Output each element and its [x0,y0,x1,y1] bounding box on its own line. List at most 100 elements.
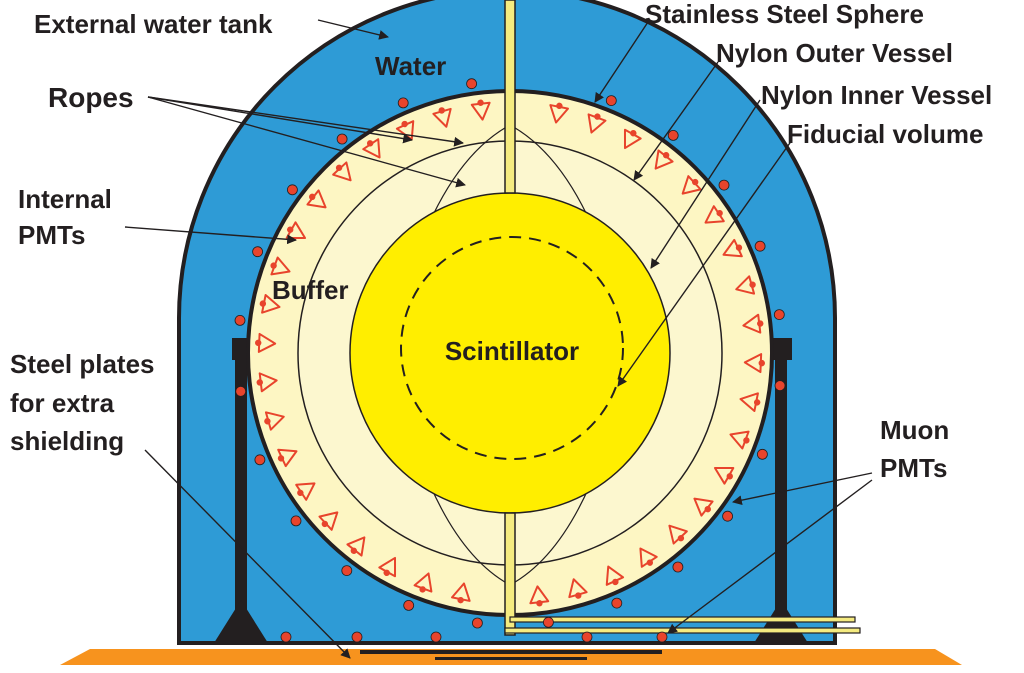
leader-internal-pmts [124,226,297,245]
label-muon-pmts-line2: PMTs [880,453,947,483]
internal-pmt [318,511,339,531]
muon-pmt [754,240,766,252]
internal-pmt [264,411,285,431]
label-muon-pmts-line1: Muon [880,415,949,445]
label-steel-plates-line3: shielding [10,426,124,456]
muon-pmt [234,314,246,326]
muon-pmt [722,510,733,522]
muon-pmt [397,97,409,109]
internal-pmt [259,294,281,314]
leader-stainless-steel-sphere [594,21,649,103]
internal-pmt [739,392,761,412]
internal-pmt [285,221,307,240]
floor-shielding-bar-lower [435,657,587,660]
internal-pmt [693,497,714,517]
leader-steel-plates [144,449,351,659]
leader-nylon-outer-vessel [633,61,719,181]
muon-pmt [351,631,363,643]
internal-pmt [332,161,352,182]
internal-pmt [378,556,397,578]
internal-pmt [346,536,366,557]
muon-pmt [280,631,292,643]
internal-pmt [432,107,452,128]
label-internal-pmts-line1: Internal [18,184,112,214]
muon-pmt [656,631,668,643]
muon-pmt [254,454,266,466]
label-fiducial-volume: Fiducial volume [787,119,984,149]
internal-pmt [568,578,588,599]
muon-pmt [667,129,679,141]
internal-pmt [451,582,471,604]
internal-pmt [529,585,550,607]
leader-ropes-2 [147,96,413,144]
internal-pmt [255,332,277,353]
internal-pmt [270,256,291,276]
internal-pmt [623,128,642,150]
internal-pmt [735,275,756,295]
label-stainless-steel-sphere: Stainless Steel Sphere [645,0,924,29]
leader-ropes-3 [147,96,466,188]
label-ropes: Ropes [48,82,134,113]
top-pipe [504,0,516,194]
label-steel-plates-line1: Steel plates [10,349,155,379]
internal-pmt [704,205,725,224]
internal-pmt [549,102,569,124]
muon-pmt [581,631,593,643]
pipe-lower [504,627,861,634]
internal-pmt [362,138,381,159]
label-internal-pmts-line2: PMTs [18,220,85,250]
label-scintillator: Scintillator [445,336,579,366]
internal-pmt [654,149,674,170]
label-water: Water [375,51,446,81]
muon-pmt [611,597,623,609]
muon-pmt [290,515,302,527]
left-leg-base [214,600,268,643]
muon-pmt [403,600,415,611]
muon-pmt [605,95,617,106]
muon-pmts [234,78,786,643]
muon-pmt [774,380,786,392]
leader-muon-pmts-1 [732,472,873,505]
muon-pmt [543,616,554,628]
label-nylon-outer-vessel: Nylon Outer Vessel [716,38,953,68]
muon-pmt [757,448,768,460]
labels: External water tank Water Ropes Internal… [10,0,992,483]
internal-pmt [639,547,658,568]
internal-pmt [605,565,625,586]
bottom-pipe [504,512,516,636]
internal-pmt [295,482,316,501]
muon-pmt [336,133,348,145]
internal-pmt [722,238,743,258]
muon-pmt [471,617,483,629]
muon-pmt [235,385,247,397]
leader-muon-pmts-2 [667,479,873,634]
leader-nylon-inner-vessel [650,99,761,269]
internal-pmt [742,313,764,334]
internal-pmt [668,524,688,545]
internal-pmt [743,353,765,374]
muon-pmt [718,179,730,191]
muon-pmt [252,246,264,258]
muon-pmt [466,78,478,90]
muon-pmt [430,631,442,643]
right-leg [775,338,787,628]
fiducial-volume [400,236,624,460]
label-steel-plates-line2: for extra [10,388,115,418]
muon-pmt [286,184,298,196]
muon-pmt [672,561,684,573]
left-leg [235,338,247,628]
internal-pmts [255,99,765,607]
internal-pmt [713,466,735,485]
internal-pmt [256,372,278,393]
muon-pmt [773,309,785,321]
leader-external-water-tank [317,19,389,40]
vertical-pipes [504,0,516,636]
label-nylon-inner-vessel: Nylon Inner Vessel [761,80,992,110]
internal-pmt [277,448,298,468]
muon-pmt [341,565,353,576]
internal-pmt [729,430,750,450]
internal-pmt [470,99,491,121]
leader-lines [124,19,873,659]
internal-pmt [681,175,702,195]
